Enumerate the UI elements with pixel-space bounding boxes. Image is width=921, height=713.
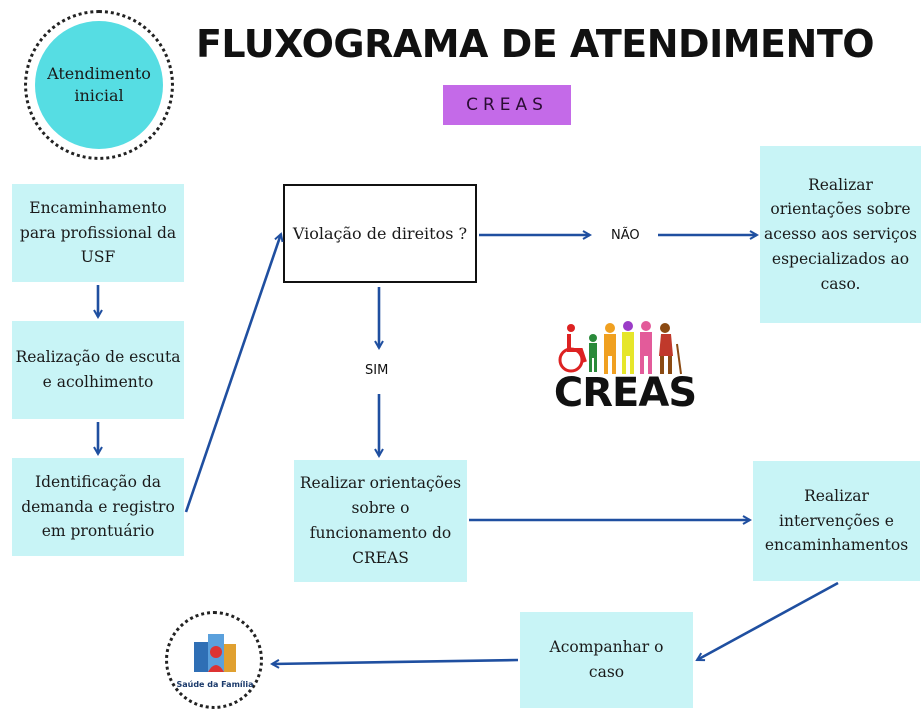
arrow-identificacao-decisao [184,234,281,513]
creas-logo-text: CREAS [553,370,697,416]
step-encaminhamento: Encaminhamento para profissional da USF [12,184,184,282]
start-node-label: Atendimento inicial [35,21,163,149]
family-house-icon [194,634,236,672]
label-nao: NÃO [611,228,640,243]
saude-familia-text: Saúde da Família [176,680,254,689]
decision-violacao: Violação de direitos ? [283,184,477,283]
start-node: Atendimento inicial [24,10,174,160]
arrow-acompanhar-logo [272,658,519,664]
creas-tag: CREAS [443,85,571,125]
step-escuta: Realização de escuta e acolhimento [12,321,184,419]
step-acompanhar: Acompanhar o caso [520,612,693,708]
page-title: FLUXOGRAMA DE ATENDIMENTO [195,22,875,66]
arrow-intervencoes-acompanhar [697,581,839,660]
step-orientacoes-acesso: Realizar orientações sobre acesso aos se… [760,146,921,323]
step-intervencoes: Realizar intervenções e encaminhamentos [753,461,920,581]
label-sim: SIM [365,363,389,378]
creas-people-icon [558,321,682,375]
step-identificacao: Identificação da demanda e registro em p… [12,458,184,556]
step-orientacoes-creas: Realizar orientações sobre o funcionamen… [294,460,467,582]
